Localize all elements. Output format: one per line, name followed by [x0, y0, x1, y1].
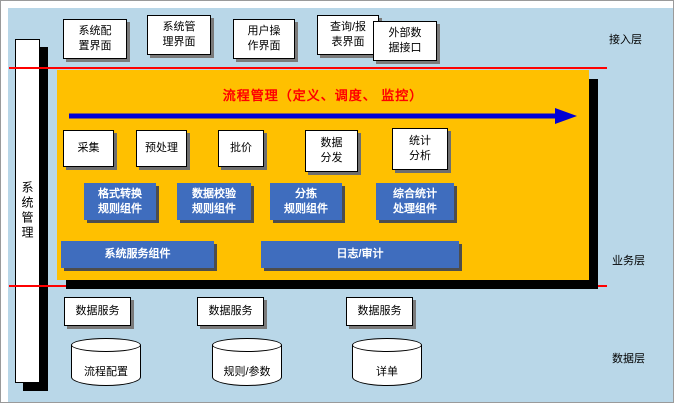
database-label: 详单 [376, 366, 398, 378]
cylinder-top-icon [352, 338, 422, 352]
layer-label-data: 数据层 [612, 353, 645, 365]
cylinder-top-icon [71, 338, 141, 352]
process-box-collection: 采集 [63, 130, 114, 167]
layer-divider-access-business [9, 67, 607, 69]
system-service-component-bar: 系统服务组件 [61, 241, 214, 268]
rule-component-data-validation: 数据校验 规则组件 [177, 183, 251, 220]
rule-component-statistics: 综合统计 处理组件 [376, 183, 454, 220]
system-management-bar: 系统管理 [15, 39, 40, 383]
database-cylinder-detail-records: 详单 [352, 338, 422, 386]
rule-component-sorting: 分拣 规则组件 [270, 183, 342, 220]
database-label: 流程配置 [84, 366, 128, 378]
layer-label-access: 接入层 [609, 34, 642, 46]
process-management-panel: 流程管理（定义、调度、 监控） 采集 预处理 批价 数据 分发 统计 分析 格式… [57, 70, 589, 280]
process-management-title: 流程管理（定义、调度、 监控） [222, 88, 424, 103]
interface-box-external-data: 外部数 据接口 [373, 21, 437, 61]
data-service-box-1: 数据服务 [64, 297, 131, 326]
interface-box-system-config: 系统配 置界面 [63, 19, 127, 59]
data-service-box-3: 数据服务 [346, 297, 413, 326]
data-service-box-2: 数据服务 [197, 297, 264, 326]
system-management-label: 系统管理 [20, 181, 34, 241]
rule-component-format-conversion: 格式转换 规则组件 [84, 183, 156, 220]
database-cylinder-rules-params: 规则/参数 [212, 338, 282, 386]
database-cylinder-process-config: 流程配置 [71, 338, 141, 386]
interface-box-system-mgmt: 系统管 理界面 [147, 15, 211, 55]
layer-label-business: 业务层 [612, 255, 645, 267]
process-box-rating: 批价 [218, 130, 264, 167]
process-box-preprocess: 预处理 [136, 130, 187, 167]
flow-direction-arrow-icon [69, 108, 577, 124]
process-box-statistics: 统计 分析 [392, 128, 448, 170]
interface-box-user-operation: 用户操 作界面 [233, 19, 295, 59]
cylinder-top-icon [212, 338, 282, 352]
interface-box-query-report: 查询/报 表界面 [317, 15, 379, 55]
log-audit-bar: 日志/审计 [261, 241, 459, 268]
layer-divider-business-data [9, 285, 607, 287]
process-box-distribution: 数据 分发 [305, 130, 358, 172]
database-label: 规则/参数 [223, 366, 271, 378]
